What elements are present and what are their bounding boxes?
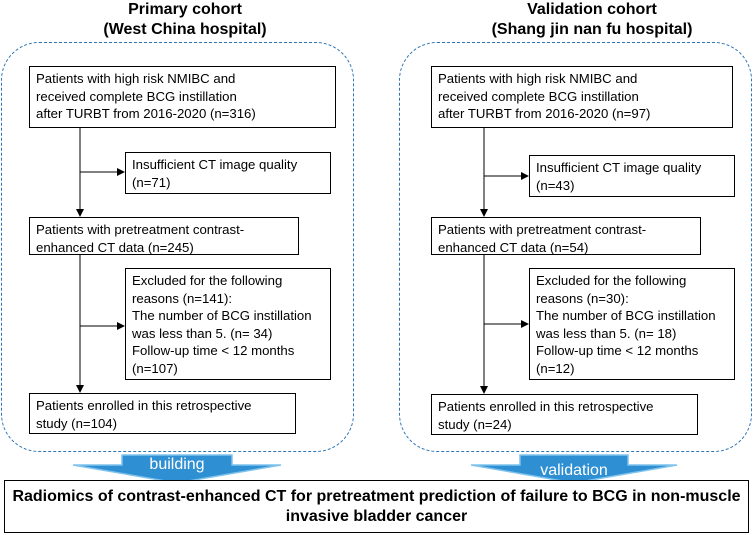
box-line: reasons (n=141): — [132, 290, 233, 306]
primary-eligible-box: Patients with high risk NMIBC and receiv… — [29, 66, 336, 128]
validation-enrolled-box: Patients enrolled in this retrospective … — [431, 394, 698, 435]
box-line: Excluded for the following — [536, 273, 687, 288]
box-line: Follow-up time < 12 months — [536, 343, 699, 358]
study-title-box: Radiomics of contrast-enhanced CT for pr… — [4, 480, 749, 533]
validation-title-line1: Validation cohort — [527, 1, 657, 18]
validation-insufficient-ct-box: Insufficient CT image quality (n=43) — [529, 155, 735, 197]
building-arrow-label: building — [149, 456, 205, 473]
primary-title-line1: Primary cohort — [128, 1, 242, 18]
box-line: (n=43) — [536, 177, 575, 193]
box-line: received complete BCG instillation — [36, 88, 237, 104]
validation-pretreatment-ct-box: Patients with pretreatment contrast- enh… — [431, 217, 701, 255]
box-line: Patients with pretreatment contrast- — [438, 222, 647, 237]
box-line: Insufficient CT image quality — [536, 160, 702, 175]
primary-cohort-frame — [1, 42, 354, 452]
study-title-line2: invasive bladder cancer — [285, 508, 468, 525]
box-line: Patients with high risk NMIBC and — [36, 71, 236, 86]
validation-title-line2: (Shang jin nan fu hospital) — [491, 21, 693, 38]
validation-excluded-box: Excluded for the following reasons (n=30… — [529, 268, 735, 380]
box-line: Patients with high risk NMIBC and — [438, 71, 638, 86]
box-line: enhanced CT data (n=54) — [438, 239, 589, 255]
box-line: after TURBT from 2016-2020 (n=316) — [36, 106, 256, 121]
box-line: enhanced CT data (n=245) — [36, 239, 194, 255]
box-line: Patients enrolled in this retrospective — [438, 399, 654, 414]
box-line: Follow-up time < 12 months — [132, 343, 295, 358]
validation-arrow-label: validation — [540, 462, 608, 479]
box-line: The number of BCG instillation — [536, 308, 716, 323]
primary-cohort-title: Primary cohort (West China hospital) — [95, 0, 275, 40]
primary-insufficient-ct-box: Insufficient CT image quality (n=71) — [125, 152, 331, 194]
validation-cohort-frame — [399, 42, 752, 452]
box-line: received complete BCG instillation — [438, 88, 639, 104]
box-line: The number of BCG instillation — [132, 308, 312, 323]
validation-arrow-icon — [470, 454, 678, 484]
box-line: Patients enrolled in this retrospective — [36, 398, 252, 413]
box-line: study (n=24) — [438, 416, 512, 432]
box-line: (n=71) — [132, 174, 171, 190]
box-line: (n=107) — [132, 360, 178, 376]
primary-pretreatment-ct-box: Patients with pretreatment contrast- enh… — [29, 217, 299, 255]
box-line: was less than 5. (n= 18) — [536, 325, 677, 341]
box-line: reasons (n=30): — [536, 290, 629, 306]
validation-eligible-box: Patients with high risk NMIBC and receiv… — [431, 66, 733, 128]
box-line: Patients with pretreatment contrast- — [36, 222, 245, 237]
box-line: was less than 5. (n= 34) — [132, 325, 273, 341]
primary-title-line2: (West China hospital) — [103, 21, 267, 38]
building-arrow-icon — [72, 454, 282, 484]
primary-excluded-box: Excluded for the following reasons (n=14… — [125, 268, 331, 380]
box-line: Insufficient CT image quality — [132, 157, 298, 172]
box-line: (n=12) — [536, 360, 575, 376]
box-line: after TURBT from 2016-2020 (n=97) — [438, 106, 651, 121]
box-line: Excluded for the following — [132, 273, 283, 288]
study-title-line1: Radiomics of contrast-enhanced CT for pr… — [12, 488, 741, 505]
box-line: study (n=104) — [36, 415, 118, 431]
primary-enrolled-box: Patients enrolled in this retrospective … — [29, 393, 296, 434]
validation-cohort-title: Validation cohort (Shang jin nan fu hosp… — [462, 0, 722, 40]
